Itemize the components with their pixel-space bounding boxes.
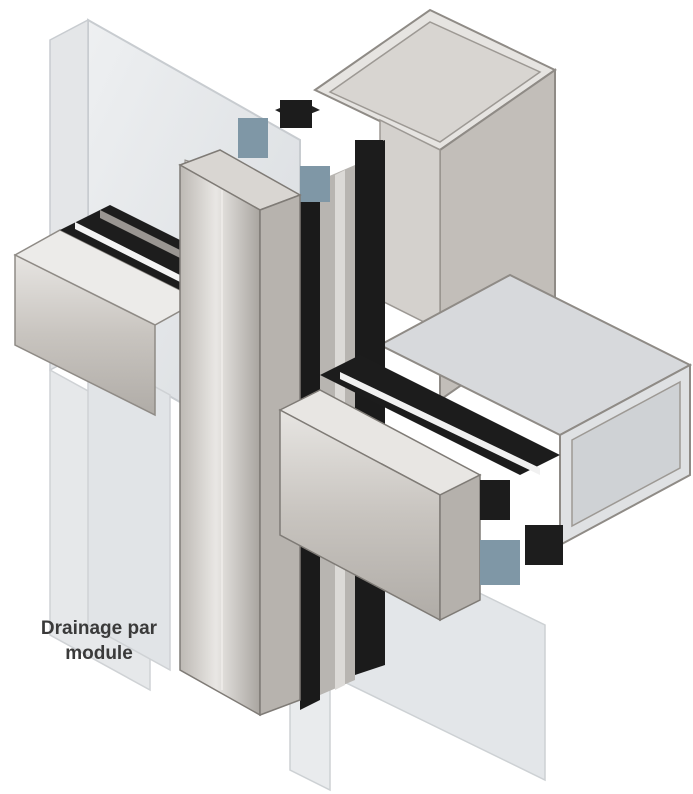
glass-pane-lower-left [49, 348, 171, 692]
caption-line-2: module [65, 643, 133, 664]
caption-line-1: Drainage par [40, 618, 158, 639]
drainage-caption: Drainage par module [14, 616, 184, 666]
left-transom [13, 205, 202, 417]
right-transom-box [377, 273, 693, 547]
right-transom-cap [278, 355, 563, 622]
